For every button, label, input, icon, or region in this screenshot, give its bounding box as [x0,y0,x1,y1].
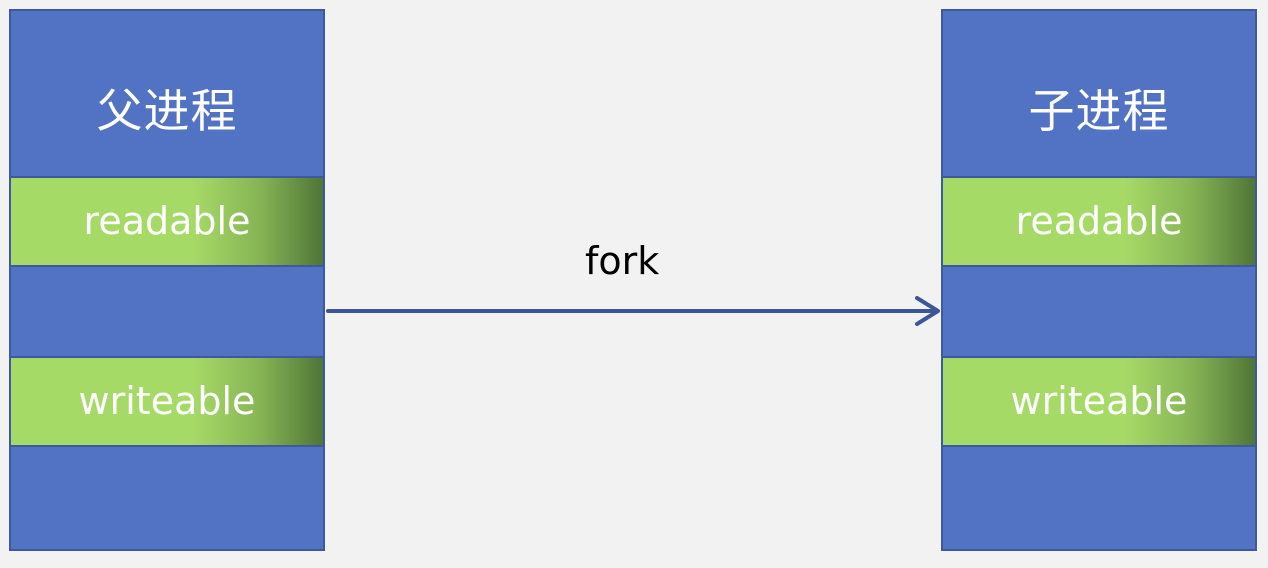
fork-arrow [326,296,940,326]
child-process-block: 子进程 readable writeable [941,9,1257,551]
child-process-title: 子进程 [1028,84,1170,138]
parent-process-block: 父进程 readable writeable [9,9,325,551]
fork-arrow-head [915,296,940,326]
child-readable-segment: readable [943,176,1255,267]
parent-readable-segment: readable [11,176,323,267]
parent-process-title: 父进程 [96,84,238,138]
fork-label: fork [585,239,660,283]
parent-writeable-segment: writeable [11,356,323,447]
child-writeable-segment: writeable [943,356,1255,447]
